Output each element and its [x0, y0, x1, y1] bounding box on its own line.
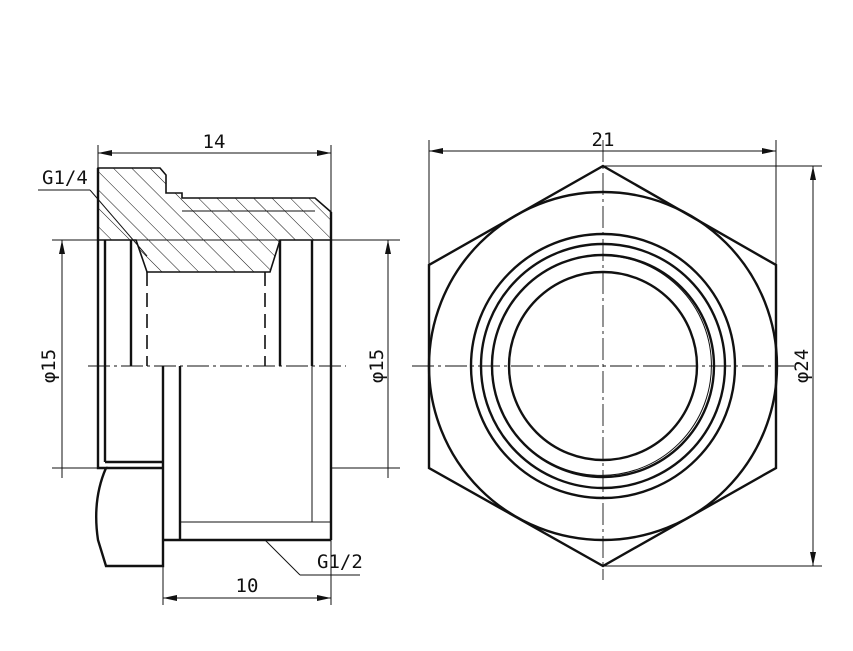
dimension-diameter-left: φ15	[38, 240, 65, 478]
section-hatching	[97, 167, 332, 273]
dim-text-phi24: φ24	[791, 349, 813, 383]
lower-half-body	[95, 366, 333, 568]
leader-thread-outer: G1/2	[264, 539, 363, 576]
dim-text-21: 21	[592, 129, 615, 151]
side-section-view: 14 10 φ15 φ15 G1/4	[38, 131, 400, 605]
dim-text-10: 10	[236, 575, 259, 597]
dim-text-phi15-right: φ15	[366, 349, 388, 383]
dimension-diameter-right: φ15	[366, 240, 391, 478]
front-view: 21 φ24	[412, 129, 822, 580]
dim-text-14: 14	[203, 131, 226, 153]
dimension-width-21: 21	[428, 129, 777, 265]
dimension-length-14: 14	[97, 131, 332, 212]
thread-root-arc	[490, 254, 712, 476]
thread-label-outer: G1/2	[317, 551, 363, 573]
upper-half-body	[96, 168, 333, 366]
leader-thread-inner: G1/4	[38, 167, 148, 257]
thread-label-inner: G1/4	[42, 167, 88, 189]
dimension-length-10: 10	[162, 540, 332, 605]
dim-text-phi15-left: φ15	[38, 349, 60, 383]
dimension-diameter-24: φ24	[603, 165, 822, 567]
